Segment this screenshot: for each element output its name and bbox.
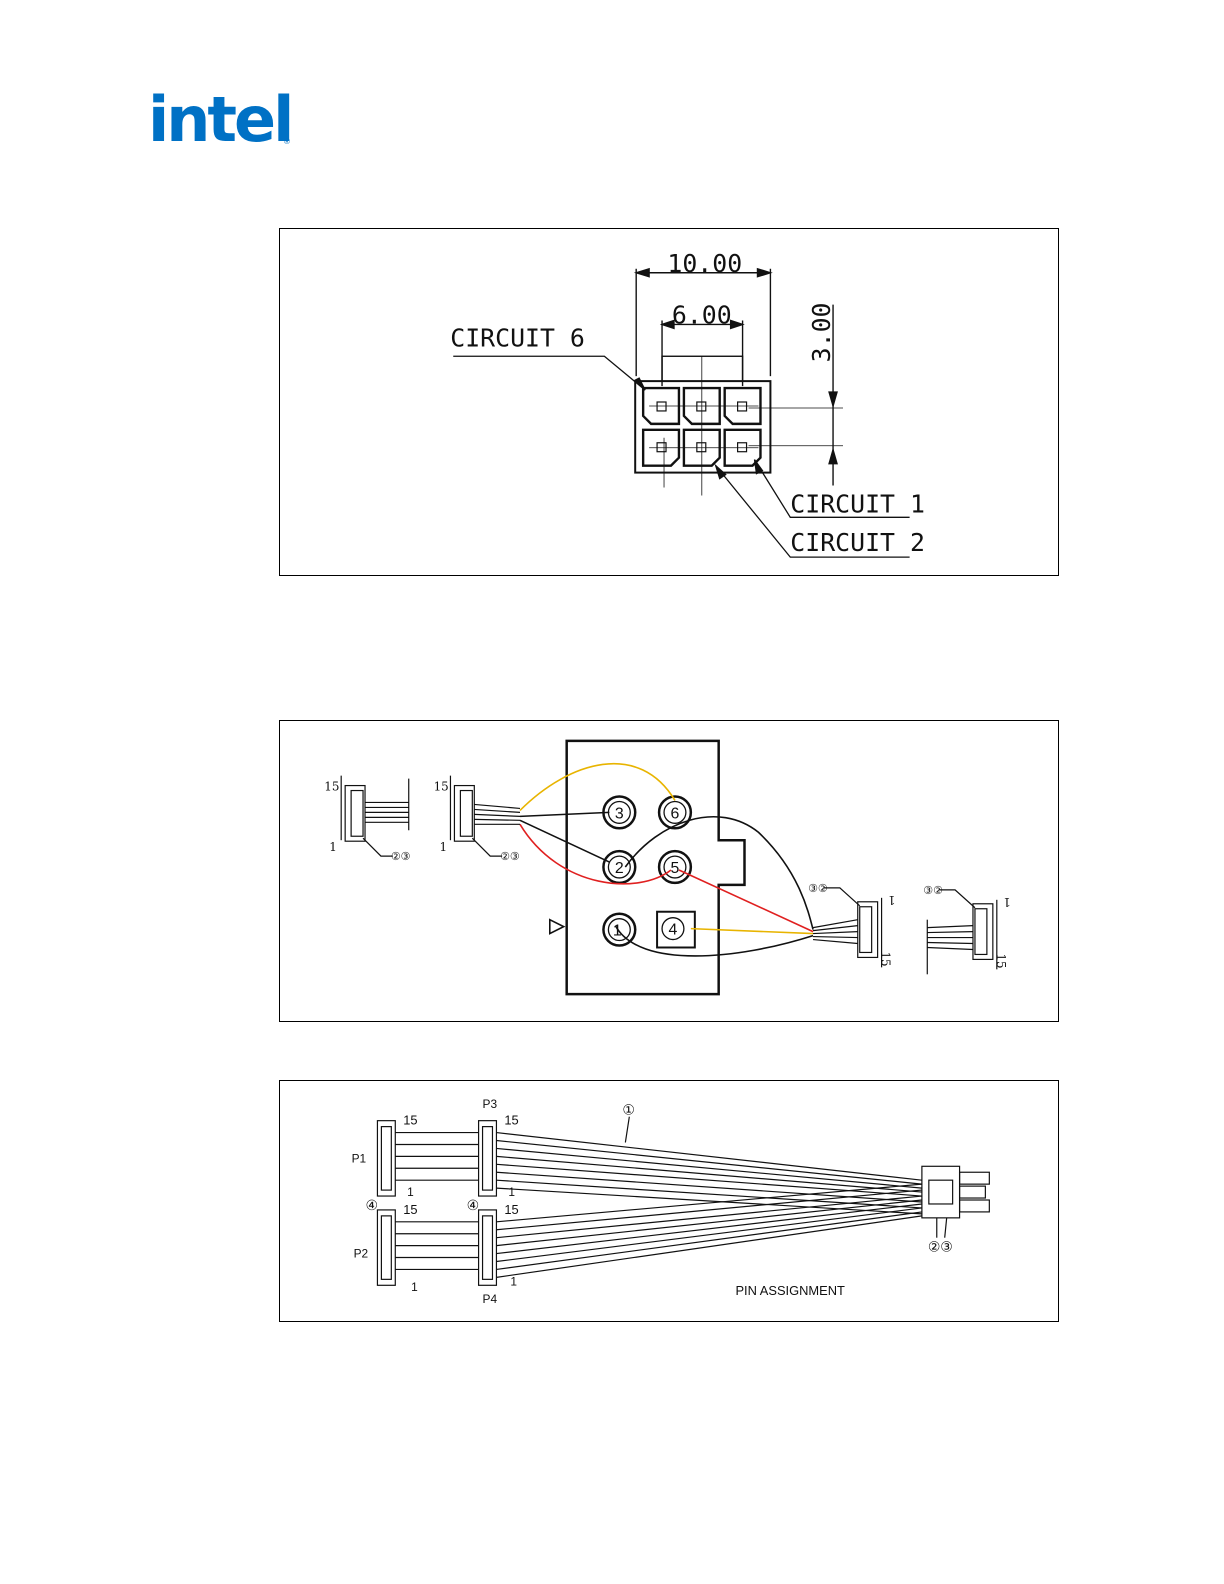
registered-mark: ® bbox=[284, 137, 290, 146]
intel-logo: intel ® bbox=[148, 84, 298, 148]
connector-dimension-figure: 10.00 6.00 3.00 CIRCUIT 6 CIRCUIT 1 CIRC… bbox=[279, 228, 1059, 576]
right-b-callout: ③② bbox=[923, 884, 943, 897]
wire-yellow-4 bbox=[691, 929, 813, 934]
right-a-callout: ③② bbox=[808, 882, 828, 895]
p3-label: P3 bbox=[483, 1097, 498, 1111]
left-b-pin1: 1 bbox=[440, 840, 448, 854]
pin-3-label: 3 bbox=[615, 805, 624, 822]
p4-pin1: 1 bbox=[510, 1274, 517, 1288]
left-b-pin15: 15 bbox=[434, 780, 449, 794]
wire-red-left-5 bbox=[520, 824, 671, 883]
circuit-6-label: CIRCUIT 6 bbox=[450, 323, 585, 352]
wire-yellow-6 bbox=[520, 764, 675, 811]
left-a-pin1: 1 bbox=[329, 840, 337, 854]
dim-inner-label: 6.00 bbox=[672, 300, 732, 329]
pin-assignment-figure: P1 P3 P2 P4 15 15 1 1 15 15 1 1 ④ ④ ① ②③… bbox=[279, 1080, 1059, 1322]
p1-pin1: 1 bbox=[407, 1185, 414, 1199]
pin-assignment-caption: PIN ASSIGNMENT bbox=[735, 1283, 845, 1298]
right-a-pin15: 15 bbox=[879, 951, 893, 966]
callout-23: ②③ bbox=[928, 1240, 953, 1256]
pin-6-label: 6 bbox=[671, 805, 680, 822]
right-b-pin1: 1 bbox=[1003, 895, 1011, 909]
pin-2-label: 2 bbox=[615, 860, 624, 877]
p3-pin1: 1 bbox=[508, 1185, 515, 1199]
wiring-diagram: 3 6 2 5 1 4 15 1 ②③ bbox=[280, 721, 1058, 1021]
wire-black-2 bbox=[520, 820, 609, 862]
p2-label: P2 bbox=[354, 1247, 369, 1261]
p2-pin1: 1 bbox=[411, 1280, 418, 1294]
left-a-pin15: 15 bbox=[324, 780, 339, 794]
p4-pin15: 15 bbox=[504, 1202, 518, 1217]
p1-pin15: 15 bbox=[403, 1113, 417, 1128]
circuit-1-label: CIRCUIT 1 bbox=[790, 489, 925, 518]
p1-label: P1 bbox=[352, 1151, 367, 1165]
p2-pin15: 15 bbox=[403, 1202, 417, 1217]
pin-5-label: 5 bbox=[671, 860, 680, 877]
p4-label: P4 bbox=[483, 1292, 498, 1306]
right-b-pin15: 15 bbox=[994, 953, 1008, 968]
callout-4-right: ④ bbox=[467, 1198, 479, 1214]
callout-1: ① bbox=[622, 1103, 634, 1119]
dim-pitch-label: 3.00 bbox=[807, 302, 836, 362]
connector-dimension-drawing: 10.00 6.00 3.00 CIRCUIT 6 CIRCUIT 1 CIRC… bbox=[280, 229, 1058, 575]
right-a-pin1: 1 bbox=[888, 893, 896, 907]
dim-overall-label: 10.00 bbox=[667, 249, 742, 278]
pin-assignment-drawing: P1 P3 P2 P4 15 15 1 1 15 15 1 1 ④ ④ ① ②③… bbox=[280, 1081, 1058, 1321]
wire-red-right-5 bbox=[679, 870, 813, 932]
pin-1-label: 1 bbox=[613, 923, 622, 940]
circuit-2-label: CIRCUIT 2 bbox=[790, 528, 925, 557]
callout-4-left: ④ bbox=[366, 1198, 378, 1214]
wiring-diagram-figure: 3 6 2 5 1 4 15 1 ②③ bbox=[279, 720, 1059, 1022]
wire-black-3 bbox=[520, 812, 609, 816]
pin-4-label: 4 bbox=[669, 922, 678, 939]
left-a-callout: ②③ bbox=[391, 850, 411, 863]
logo-text: intel bbox=[148, 84, 291, 148]
p3-pin15: 15 bbox=[504, 1113, 518, 1128]
left-b-callout: ②③ bbox=[500, 850, 520, 863]
